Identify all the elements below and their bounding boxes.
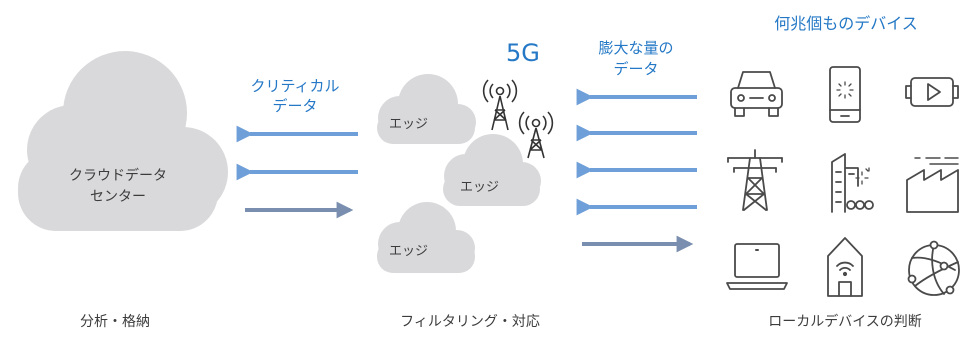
edge-label-2: エッジ <box>460 180 500 195</box>
caption-edge: フィルタリング・対応 <box>400 314 540 330</box>
caption-cloud: 分析・格納 <box>80 314 150 330</box>
critical-data-label: クリティカル データ <box>240 76 350 116</box>
cloud-center-label: クラウドデータ センター <box>18 166 218 208</box>
edge-cloud-1 <box>377 74 476 144</box>
caption-devices: ローカルデバイスの判断 <box>768 314 922 330</box>
cloud-center-line1: クラウドデータ <box>69 168 167 184</box>
smartphone-icon <box>829 66 861 123</box>
laptop-icon <box>726 243 788 290</box>
tower-icon-2 <box>518 111 554 159</box>
volume-line2: データ <box>613 60 659 78</box>
network-5g-label: 5G <box>506 39 540 67</box>
car-icon <box>730 71 783 117</box>
critical-line1: クリティカル <box>250 77 340 95</box>
edge-label-1: エッジ <box>389 117 429 132</box>
smart-building-icon <box>831 153 874 213</box>
factory-icon <box>906 157 959 213</box>
cloud-center-line2: センター <box>90 189 146 205</box>
volume-data-label: 膨大な量の データ <box>578 38 694 80</box>
vr-headset-icon <box>905 77 959 107</box>
power-tower-icon <box>727 149 783 211</box>
edge-label-3: エッジ <box>389 244 429 259</box>
tower-icon-1 <box>482 79 518 131</box>
smart-home-icon <box>827 237 863 297</box>
edge-cloud-3 <box>377 202 475 273</box>
network-globe-icon <box>907 240 960 296</box>
critical-line2: データ <box>272 97 318 115</box>
devices-title: 何兆個ものデバイス <box>774 14 918 33</box>
edge-cloud-2 <box>443 134 541 206</box>
cloud-data-center-shape <box>18 51 228 231</box>
volume-line1: 膨大な量の <box>598 39 674 57</box>
